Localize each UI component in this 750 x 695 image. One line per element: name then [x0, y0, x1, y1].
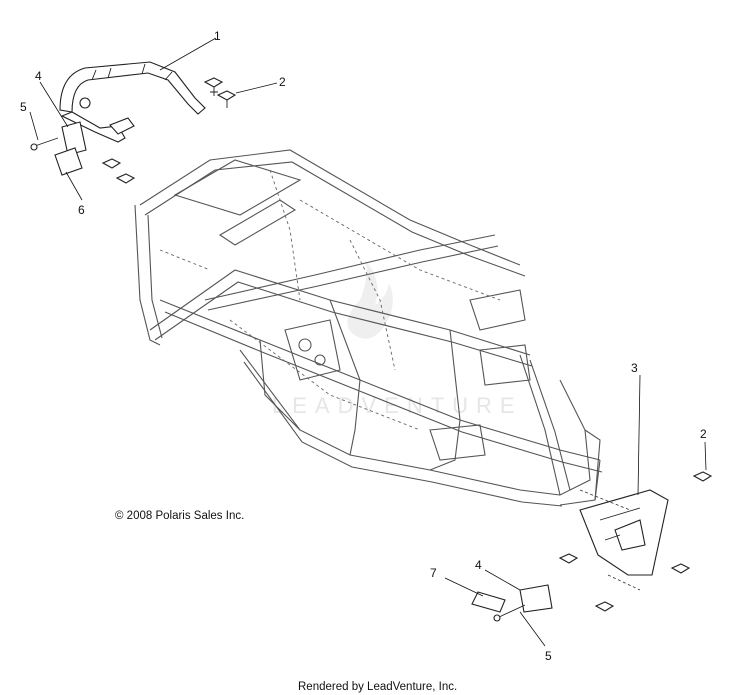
callout-5-left: 5 — [20, 100, 27, 114]
callout-1: 1 — [214, 29, 221, 43]
rear-grab-bar — [59, 61, 206, 143]
callout-2-right: 2 — [700, 427, 707, 441]
callout-6: 6 — [78, 203, 85, 217]
callout-4-front: 4 — [475, 558, 482, 572]
bolts-front — [558, 471, 713, 612]
front-small-parts — [471, 574, 641, 622]
watermark: LEADVENTURE — [272, 260, 523, 418]
callout-7: 7 — [430, 566, 437, 580]
left-small-parts — [30, 121, 136, 184]
leader-lines — [29, 37, 707, 647]
atv-frame — [134, 149, 603, 507]
copyright-note: © 2008 Polaris Sales Inc. — [115, 510, 244, 522]
callout-3: 3 — [631, 361, 638, 375]
watermark-text: LEADVENTURE — [272, 393, 523, 418]
bolts-top — [203, 77, 237, 108]
callout-5-front: 5 — [545, 649, 552, 663]
callout-2-top: 2 — [279, 75, 286, 89]
footer-credit: Rendered by LeadVenture, Inc. — [298, 681, 457, 693]
callout-4-left: 4 — [35, 69, 42, 83]
front-bracket — [579, 489, 669, 576]
